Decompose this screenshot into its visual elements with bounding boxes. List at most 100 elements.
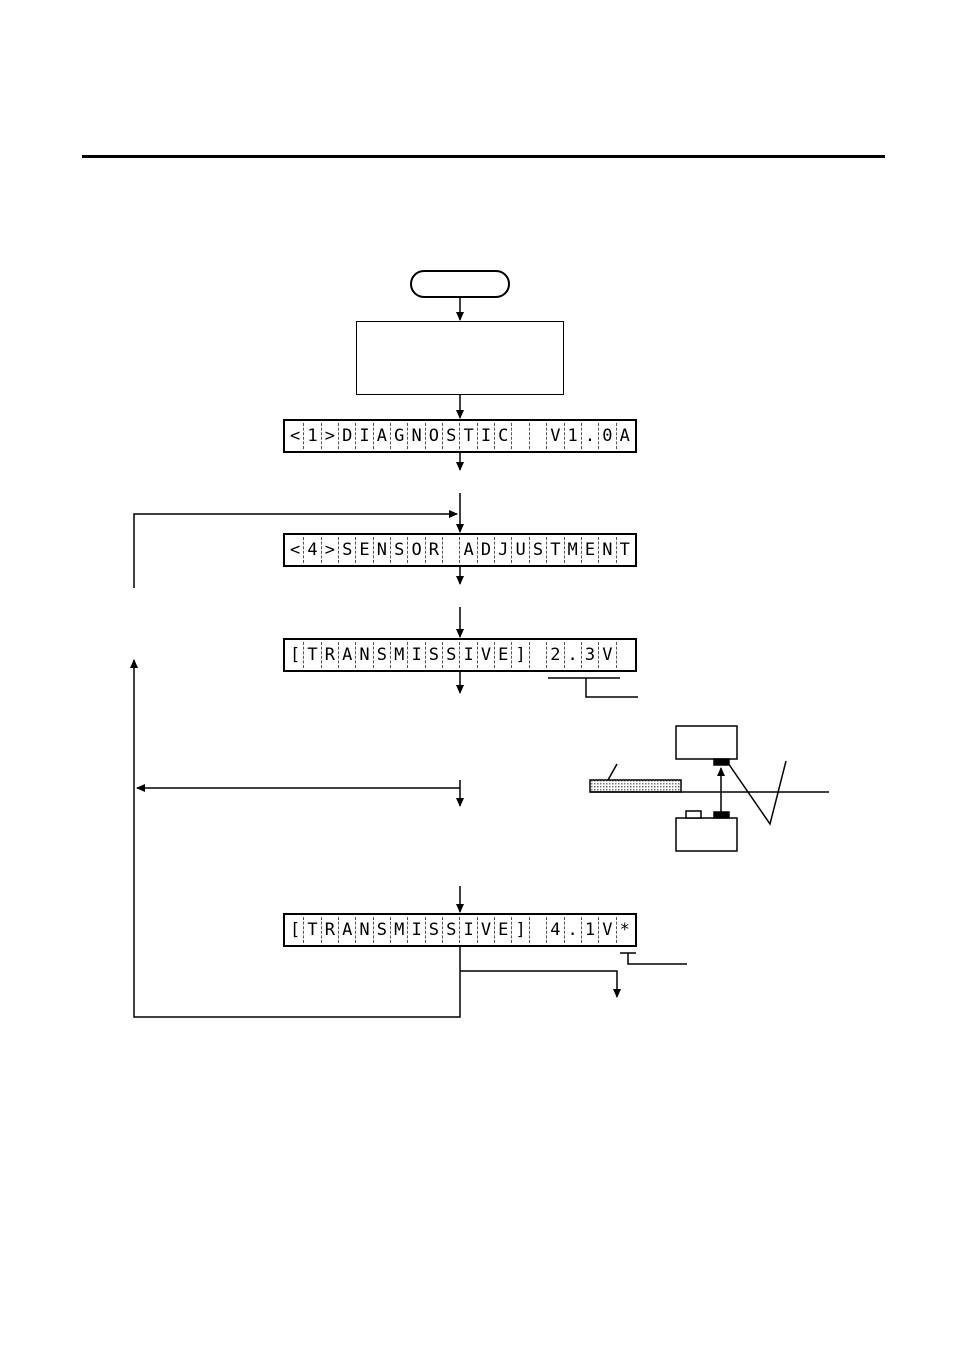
lcd-char-cell: A bbox=[338, 642, 355, 668]
start-terminator bbox=[410, 270, 510, 298]
lcd-char-cell: 2 bbox=[546, 642, 563, 668]
lcd-char-cell: E bbox=[494, 642, 511, 668]
lcd-char-cell: T bbox=[303, 642, 320, 668]
lcd-char-cell: 1 bbox=[563, 423, 581, 449]
lcd-char-cell: T bbox=[303, 917, 320, 943]
lcd-char-cell: O bbox=[424, 423, 442, 449]
voltage-leader-2 bbox=[627, 953, 687, 965]
lcd-char-cell: T bbox=[546, 537, 563, 563]
lcd-char-cell bbox=[528, 917, 546, 943]
lcd-char-cell: S bbox=[442, 423, 459, 449]
voltage-leader-1 bbox=[585, 678, 638, 698]
sensor-leader bbox=[727, 760, 787, 826]
lcd-char-cell: C bbox=[494, 423, 511, 449]
lcd-char-cell: N bbox=[355, 917, 372, 943]
lcd-char-cell: I bbox=[459, 642, 476, 668]
lcd-char-cell: > bbox=[320, 537, 338, 563]
lcd-char-cell: M bbox=[563, 537, 581, 563]
lcd-char-cell: < bbox=[290, 425, 301, 446]
lcd-char-cell: V bbox=[476, 917, 494, 943]
loop-arrow-to-sensor bbox=[133, 510, 458, 588]
lcd-char-cell: 3 bbox=[580, 642, 598, 668]
lower-sensor-element bbox=[713, 811, 730, 819]
lcd-char-cell: S bbox=[390, 537, 407, 563]
lcd-char-cell bbox=[528, 423, 546, 449]
lcd-char-cell: T bbox=[615, 537, 633, 563]
lcd-char-cell: R bbox=[320, 642, 338, 668]
lcd-char-cell: . bbox=[580, 423, 598, 449]
lcd-char-cell: N bbox=[355, 642, 372, 668]
sensor-illustration bbox=[589, 725, 829, 852]
lcd-char-cell bbox=[615, 642, 633, 668]
lcd-char-cell: . bbox=[563, 642, 581, 668]
lcd-char-cell: V bbox=[598, 642, 615, 668]
lcd-char-cell: A bbox=[372, 423, 390, 449]
lcd-char-cell: < bbox=[290, 539, 301, 560]
upper-sensor-block bbox=[675, 725, 738, 760]
lcd-char-cell: R bbox=[424, 537, 442, 563]
sensor-tab bbox=[685, 810, 702, 819]
lcd-char-cell: G bbox=[390, 423, 407, 449]
lcd-char-cell bbox=[528, 642, 546, 668]
lcd-char-cell: I bbox=[407, 642, 424, 668]
lcd-char-cell: V bbox=[546, 423, 563, 449]
lcd-char-cell: 4 bbox=[546, 917, 563, 943]
lcd-char-cell: E bbox=[580, 537, 598, 563]
lcd-char-cell: U bbox=[511, 537, 528, 563]
lcd-char-cell: D bbox=[338, 423, 355, 449]
media-strip bbox=[589, 779, 682, 793]
lcd-char-cell: A bbox=[459, 537, 476, 563]
lcd-char-cell: A bbox=[615, 423, 633, 449]
lcd-char-cell: ] bbox=[511, 642, 528, 668]
lcd-char-cell: S bbox=[372, 642, 390, 668]
lcd-char-cell: E bbox=[494, 917, 511, 943]
lcd-char-cell: S bbox=[372, 917, 390, 943]
lcd-char-cell: I bbox=[407, 917, 424, 943]
lcd-char-cell: E bbox=[355, 537, 372, 563]
lower-sensor-block bbox=[675, 817, 738, 852]
lcd-char-cell: * bbox=[615, 917, 633, 943]
header-rule bbox=[82, 155, 885, 158]
lcd-char-cell bbox=[511, 423, 528, 449]
lcd-char-cell: V bbox=[476, 642, 494, 668]
lcd-char-cell: N bbox=[407, 423, 424, 449]
lcd-char-cell: S bbox=[338, 537, 355, 563]
lcd-char-cell: N bbox=[598, 537, 615, 563]
lcd-char-cell: N bbox=[372, 537, 390, 563]
lcd-char-cell: I bbox=[355, 423, 372, 449]
loop-arrow-up bbox=[130, 659, 461, 1018]
lcd-char-cell: S bbox=[528, 537, 546, 563]
lcd-char-cell: R bbox=[320, 917, 338, 943]
lcd-char-cell: . bbox=[563, 917, 581, 943]
lcd-char-cell: [ bbox=[290, 919, 301, 940]
lcd-char-cell: S bbox=[424, 917, 442, 943]
media-leader bbox=[607, 763, 618, 781]
lcd-char-cell: I bbox=[476, 423, 494, 449]
lcd-char-cell: S bbox=[442, 642, 459, 668]
lcd-char-cell: J bbox=[494, 537, 511, 563]
lcd-char-cell: M bbox=[390, 642, 407, 668]
lcd-char-cell: > bbox=[320, 423, 338, 449]
lcd-char-cell: [ bbox=[290, 644, 301, 665]
lcd-char-cell: ] bbox=[511, 917, 528, 943]
lcd-char-cell: 1 bbox=[580, 917, 598, 943]
upper-sensor-element bbox=[713, 758, 730, 766]
lcd-char-cell: 1 bbox=[303, 423, 320, 449]
lcd-char-cell: 4 bbox=[303, 537, 320, 563]
lcd-char-cell: S bbox=[442, 917, 459, 943]
exit-arrow-down bbox=[460, 970, 621, 998]
lcd-char-cell: V bbox=[598, 917, 615, 943]
lcd-char-cell: A bbox=[338, 917, 355, 943]
lcd-char-cell: D bbox=[476, 537, 494, 563]
lcd-char-cell: I bbox=[459, 917, 476, 943]
lcd-char-cell bbox=[442, 537, 459, 563]
lcd-char-cell: M bbox=[390, 917, 407, 943]
lcd-char-cell: O bbox=[407, 537, 424, 563]
lcd-char-cell: T bbox=[459, 423, 476, 449]
lcd-char-cell: S bbox=[424, 642, 442, 668]
